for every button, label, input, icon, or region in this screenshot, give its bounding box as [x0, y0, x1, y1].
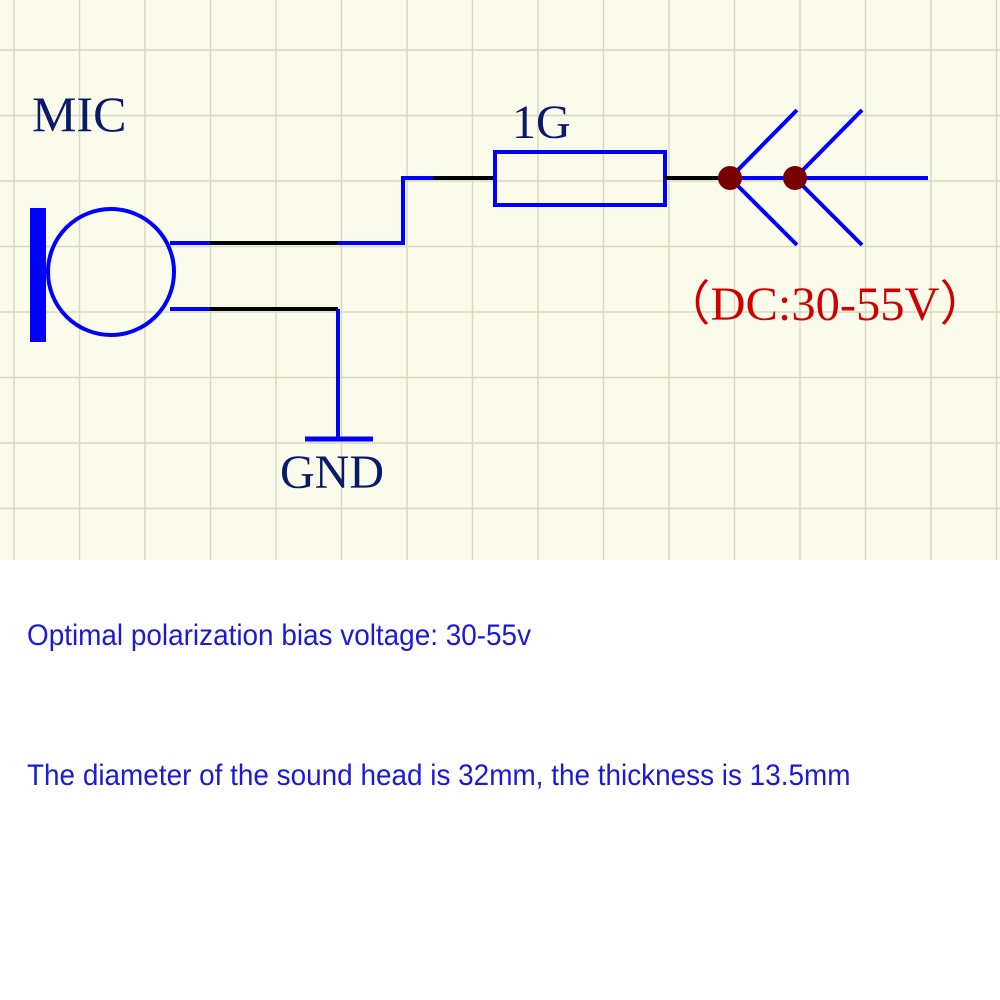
mic-circle [46, 207, 176, 337]
schematic-diagram: MIC 1G GND （DC:30-55V） [0, 0, 1000, 560]
resistor-label: 1G [512, 96, 571, 149]
junction-dot-left [718, 166, 742, 190]
supply-voltage-label: （DC:30-55V） [662, 278, 988, 331]
schematic-background [0, 0, 1000, 560]
mic-label: MIC [32, 86, 126, 142]
dimensions-note: The diameter of the sound head is 32mm, … [27, 759, 851, 792]
junction-dot-right [783, 166, 807, 190]
grid-lines [0, 0, 1000, 560]
bias-voltage-note: Optimal polarization bias voltage: 30-55… [27, 619, 532, 652]
wire-upper-step [338, 176, 433, 245]
mic-plate [30, 208, 46, 342]
ground-label: GND [280, 446, 384, 499]
